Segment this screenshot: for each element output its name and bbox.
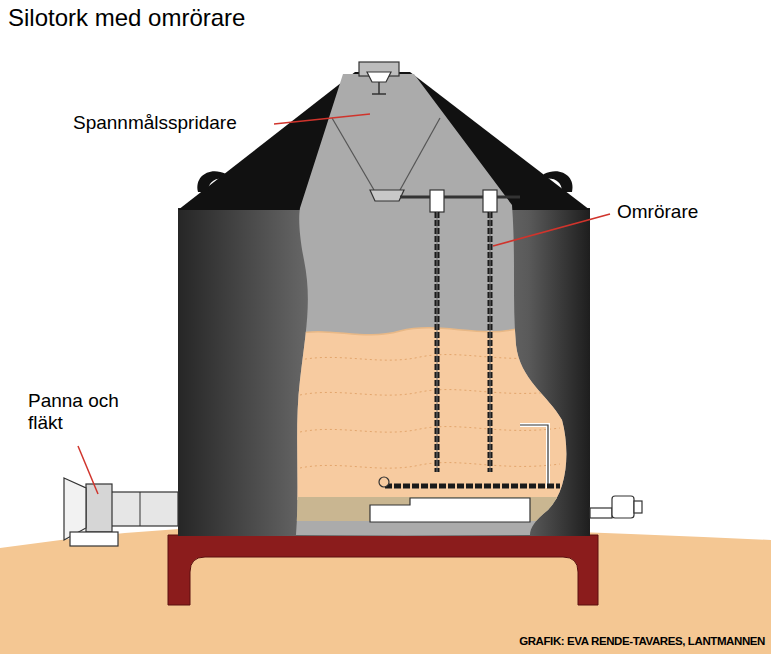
funnel-outlet: [370, 190, 404, 201]
grain-line: [300, 390, 560, 396]
motor: [612, 496, 634, 518]
credit-line: GRAFIK: EVA RENDE-TAVARES, LANTMANNEN: [519, 635, 765, 648]
stirrer-rail: [400, 196, 520, 199]
stirrer-carriage: [430, 190, 444, 212]
diagram-title: Silotork med omrörare: [8, 4, 245, 32]
stirrer-bracket: [520, 425, 548, 488]
auger-support: [370, 498, 530, 522]
stirrer-chain: [488, 212, 493, 472]
air-floor: [290, 497, 580, 521]
stirrer-bracket: [520, 425, 548, 488]
part-label: Spannmålsspridare: [73, 112, 237, 134]
part-label: Panna och fläkt: [28, 390, 140, 434]
part-label: Omrörare: [617, 201, 698, 223]
grain-line: [300, 427, 560, 433]
motor-cap: [634, 501, 642, 513]
stirrer-chain: [435, 212, 440, 472]
ground: [0, 524, 771, 654]
floor-auger: [385, 484, 560, 489]
stirrer-carriage: [483, 190, 497, 212]
roof-eave: [197, 171, 230, 192]
fan-stand: [70, 532, 118, 546]
fan-duct: [110, 492, 178, 526]
motor-shaft: [590, 508, 612, 518]
base-frame: [168, 535, 598, 605]
leader-line: [493, 214, 610, 246]
leader-line: [78, 446, 98, 494]
funnel-line: [332, 118, 374, 190]
leader-line: [274, 114, 370, 124]
fan-intake: [64, 478, 86, 540]
stirrer-chain-core: [437, 212, 438, 472]
stirrer-chain-core: [490, 212, 491, 472]
fan-body: [86, 484, 112, 532]
spreader-bowl: [367, 72, 391, 82]
auger-end: [379, 477, 389, 487]
fan-duct-seam: [140, 492, 141, 526]
grain-line: [300, 355, 560, 361]
funnel-line: [400, 118, 440, 190]
roof-eave: [540, 171, 573, 192]
spreader-stem: [372, 93, 386, 95]
spreader-stem: [378, 82, 380, 94]
grain-line: [300, 463, 560, 469]
